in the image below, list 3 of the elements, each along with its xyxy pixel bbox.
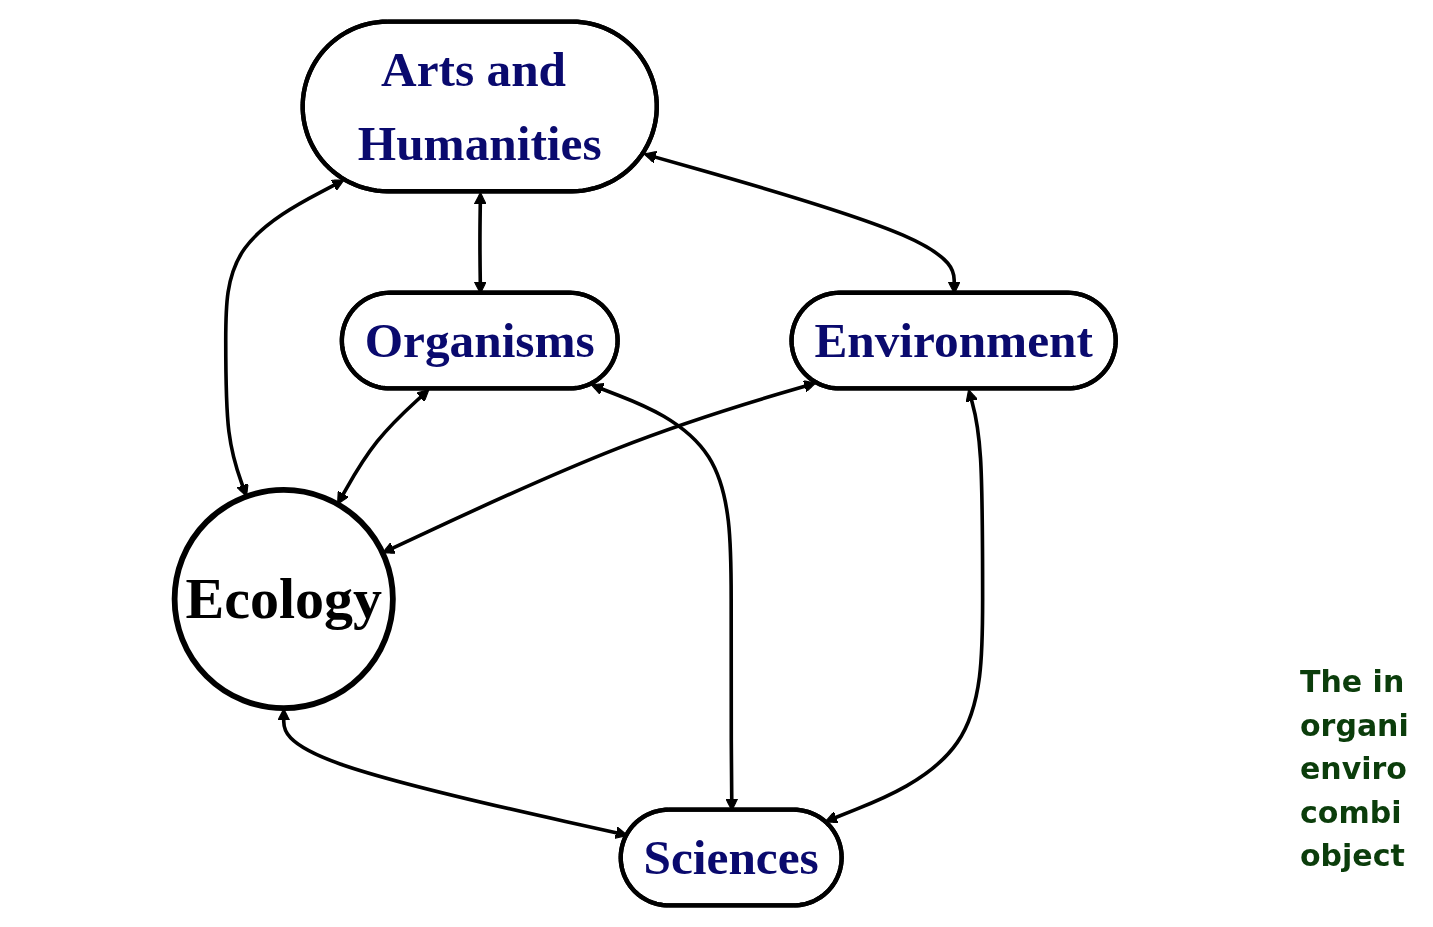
note-text: The in organi enviro combi object: [1300, 663, 1410, 875]
arrow: [824, 389, 985, 824]
node-circle: Ecology: [171, 487, 396, 712]
